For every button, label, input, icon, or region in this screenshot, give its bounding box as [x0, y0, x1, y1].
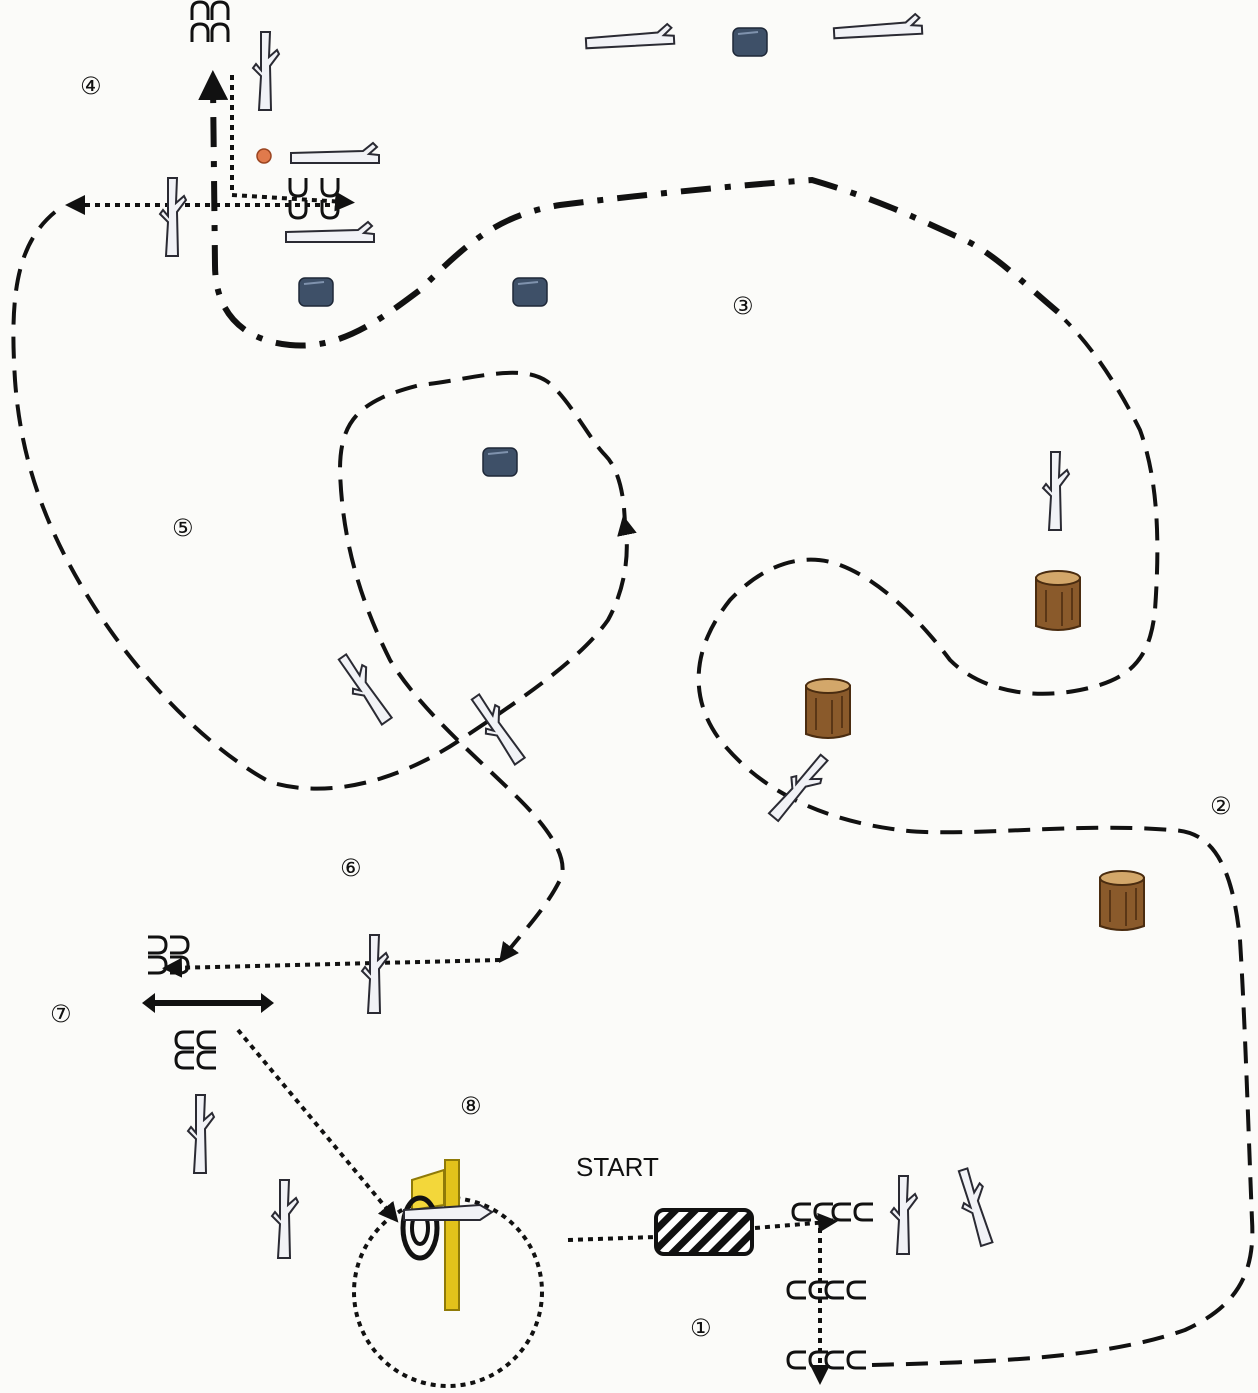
- course-path-4a: [230, 75, 355, 212]
- stick-icon: [271, 1179, 299, 1259]
- cone-pair-icon: [146, 955, 190, 975]
- start-block-icon: [654, 1208, 754, 1256]
- course-path-start-right: [754, 1212, 838, 1233]
- cone-pair-icon: [174, 1030, 218, 1050]
- cone-pair-icon: [190, 0, 210, 44]
- stump-icon: [1099, 870, 1145, 931]
- hurdle-icon: [142, 993, 274, 1013]
- cone-pair-icon: [824, 1280, 868, 1300]
- stick-icon: [290, 142, 380, 164]
- cone-pair-icon: [791, 1202, 835, 1222]
- course-path-5-inner: [337, 370, 627, 963]
- station-label-7: ⑦: [50, 1000, 72, 1028]
- stick-icon: [361, 934, 389, 1014]
- station-label-8: ⑧: [460, 1092, 482, 1120]
- station-label-6: ⑥: [340, 854, 362, 882]
- course-path-5: [11, 210, 637, 791]
- cone-pair-icon: [824, 1350, 868, 1370]
- stump-icon: [805, 678, 851, 739]
- stump-icon: [1035, 570, 1081, 631]
- station-label-5: ⑤: [172, 514, 194, 542]
- stick-icon: [159, 177, 187, 257]
- stick-icon: [187, 1094, 215, 1174]
- rock-icon: [512, 277, 548, 307]
- signpost-icon: [400, 1159, 494, 1311]
- course-path-2: [696, 318, 1255, 1367]
- cone-pair-icon: [210, 0, 230, 44]
- cone-pair-icon: [831, 1202, 875, 1222]
- stick-icon: [285, 221, 375, 243]
- stick-icon: [1042, 451, 1070, 531]
- cone-pair-icon: [320, 176, 340, 220]
- cone-pair-icon: [174, 1050, 218, 1070]
- course-path-3: [198, 70, 1060, 349]
- rock-icon: [732, 27, 768, 57]
- stick-icon: [252, 31, 280, 111]
- stick-icon: [950, 1164, 1002, 1249]
- station-label-1: ①: [690, 1314, 712, 1342]
- marker-dot-icon: [256, 148, 272, 164]
- stick-icon: [890, 1175, 918, 1255]
- rock-icon: [482, 447, 518, 477]
- course-path-start-left: [567, 1235, 656, 1242]
- stick-icon: [584, 22, 676, 50]
- stick-icon: [832, 12, 924, 40]
- course-path-7: [236, 1028, 399, 1223]
- rock-icon: [298, 277, 334, 307]
- stick-icon: [763, 748, 836, 828]
- course-path-6: [162, 957, 501, 978]
- station-label-3: ③: [732, 292, 754, 320]
- station-label-4: ④: [80, 72, 102, 100]
- cone-pair-icon: [146, 935, 190, 955]
- station-label-2: ②: [1210, 792, 1232, 820]
- start-label: START: [576, 1152, 659, 1182]
